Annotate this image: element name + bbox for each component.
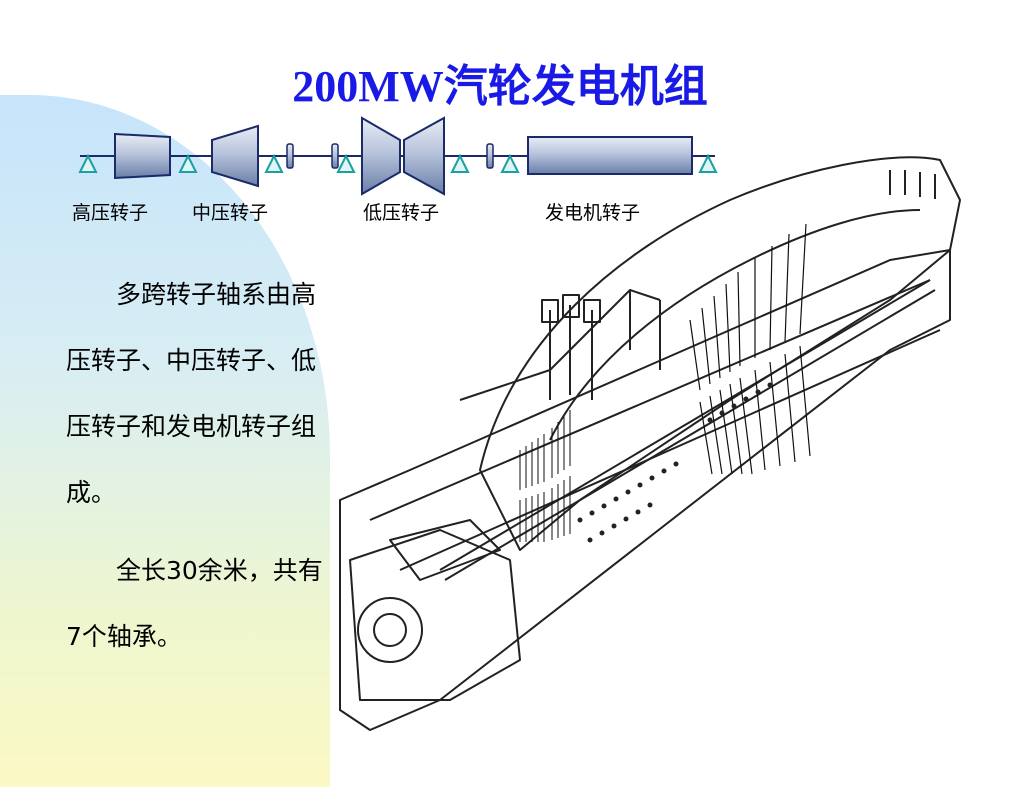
shaft (439, 279, 931, 571)
coupling-2 (331, 143, 339, 169)
bearing-3 (264, 153, 284, 173)
bearing-5 (450, 153, 470, 173)
ip-rotor (211, 124, 259, 188)
front-bearing-wheel (357, 597, 423, 663)
turbine-blade-stages (519, 223, 811, 542)
front-bearing-box (349, 529, 521, 701)
bearing-2 (178, 153, 198, 173)
paragraph-1: 多跨转子轴系由高压转子、中压转子、低压转子和发电机转子组成。 (66, 280, 317, 507)
foundation-outline (339, 249, 951, 731)
label-hp-rotor: 高压转子 (72, 202, 149, 224)
rotor-schematic (78, 116, 718, 196)
bolt-holes (577, 382, 773, 543)
label-ip-rotor: 中压转子 (192, 202, 269, 224)
paragraph-2: 全长30余米，共有7个轴承。 (66, 556, 323, 651)
label-generator-rotor: 发电机转子 (545, 202, 641, 224)
coupling-3 (486, 143, 494, 169)
generator-rotor (527, 136, 693, 175)
turbine-cutaway-illustration (339, 156, 961, 731)
bearing-1 (78, 153, 98, 173)
hp-blades (519, 410, 571, 542)
label-lp-rotor: 低压转子 (363, 202, 440, 224)
lp-rotor-left (361, 116, 401, 196)
bearing-4 (336, 153, 356, 173)
bearings (78, 153, 718, 173)
bearing-6 (500, 153, 520, 173)
bearing-7 (698, 153, 718, 173)
outer-casing (479, 156, 961, 551)
coupling-1 (286, 143, 294, 169)
lp-blades (689, 223, 811, 475)
slide-title: 200MW汽轮发电机组 (292, 62, 708, 111)
lp-rotor-right (403, 116, 445, 196)
hp-rotor (114, 132, 171, 180)
